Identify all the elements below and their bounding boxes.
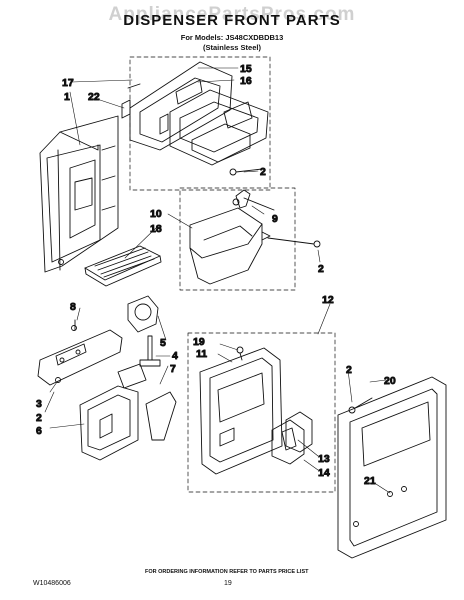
watermark: AppliancePartsPros.com [108,4,356,25]
callout-13: 13 [318,453,330,465]
chute-door-part [189,189,321,285]
callout-5: 5 [160,337,166,349]
callout-2-left: 2 [36,412,42,424]
callout-16: 16 [240,75,252,87]
lower-bezel-group [199,346,313,475]
callout-21: 21 [364,475,376,487]
callout-labels: 17 15 1 16 22 2 10 9 18 2 8 12 5 19 11 4… [36,63,397,488]
callout-10: 10 [150,208,162,220]
group-box-lower [187,332,336,493]
callout-6: 6 [36,425,42,437]
callout-2-upper: 2 [260,166,266,178]
ordering-note: FOR ORDERING INFORMATION REFER TO PARTS … [145,569,309,575]
page-number: 19 [224,580,232,587]
front-trim-panel-part [337,376,447,559]
callout-4: 4 [172,350,178,362]
callout-8: 8 [70,301,76,313]
callout-14: 14 [318,467,330,479]
dispenser-housing-part [39,115,119,273]
callout-9: 9 [272,213,278,225]
callout-2-lower: 2 [346,364,352,376]
callout-3: 3 [36,398,42,410]
callout-15: 15 [240,63,252,75]
document-number: W10486006 [33,580,71,587]
callout-18: 18 [150,223,162,235]
group-boxes [129,56,336,493]
callout-17: 17 [62,77,74,89]
leader-lines [44,67,391,494]
actuator-paddle-part [79,385,139,461]
callout-19: 19 [193,336,205,348]
group-box-top [129,56,271,191]
callout-12: 12 [322,294,334,306]
callout-11: 11 [196,348,207,360]
callout-7: 7 [170,363,176,375]
finish-line: (Stainless Steel) [203,43,261,52]
callout-22: 22 [88,91,100,103]
group-box-middle [179,187,296,291]
callout-2-middle: 2 [318,263,324,275]
callout-20: 20 [384,375,396,387]
switch-motor-group [37,295,177,441]
page-title: DISPENSER FRONT PARTS [123,12,341,29]
drip-tray-grille-part [84,245,162,287]
top-bracket-group [121,61,269,176]
callout-1: 1 [64,91,70,103]
model-line: For Models: JS48CXDBDB13 [180,33,284,42]
